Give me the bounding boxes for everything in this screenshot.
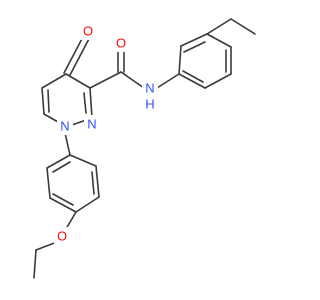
aryl-bond [204,73,232,89]
aryl-bond-inner [183,41,206,53]
ethyl-bond [206,18,232,35]
o-carbonyl-ring-bg [80,22,96,40]
ethyl-bond [230,18,256,35]
n1-label: N [60,119,69,134]
ring-bond [41,73,67,89]
o-carbonyl-ring-label: O [83,24,93,39]
aryl-lower-bond [75,196,100,213]
aryl-lower-bond [69,154,97,167]
aryl-lower-bond [95,165,100,198]
n-aryl-lower-bond [64,132,71,156]
ether-bond [65,211,77,230]
ring-bond [41,87,45,115]
carbonyl-bond-double [69,34,92,76]
ring-bond [65,73,91,89]
amide-cn-bond [120,71,145,89]
aryl-bond [180,33,208,47]
amide-nh-bg [142,82,158,112]
ring-bond-inner [47,89,50,113]
aryl-lower-bond [46,154,71,169]
amide-h-label: H [145,97,154,112]
n2-bg [84,115,100,133]
ethoxy-bond [33,249,37,279]
molecule-canvas: O O N H N N O [33,18,256,279]
aryl-bond [206,33,232,48]
bond-layer [33,18,256,279]
o-carbonyl-amide-label: O [116,36,126,51]
atom-label-layer: O O N H N N O [54,22,158,245]
structure-diagram: O O N H N N O [33,18,256,279]
aryl-bond-inner [182,70,204,83]
aryl-lower-bond-inner [52,161,71,173]
o-ether-bg [54,227,70,245]
o-carbonyl-amide-bg [113,34,129,52]
n1-bg [57,117,73,135]
aryl-bond [178,73,206,89]
n-aryl-bond [156,73,180,89]
aryl-lower-bond [46,167,51,199]
aryl-lower-bond-inner [52,193,74,206]
aryl-lower-bond [49,197,77,213]
ethoxy-bond [35,241,58,251]
n2-label: N [87,117,96,132]
aryl-lower-bond-inner [91,171,95,195]
carbon-bond [89,71,122,89]
ring-bond [89,87,93,119]
amide-n-label: N [145,81,154,96]
o-ether-label: O [57,229,67,244]
ring-bond-inner [83,92,87,114]
aryl-bond [178,45,182,75]
